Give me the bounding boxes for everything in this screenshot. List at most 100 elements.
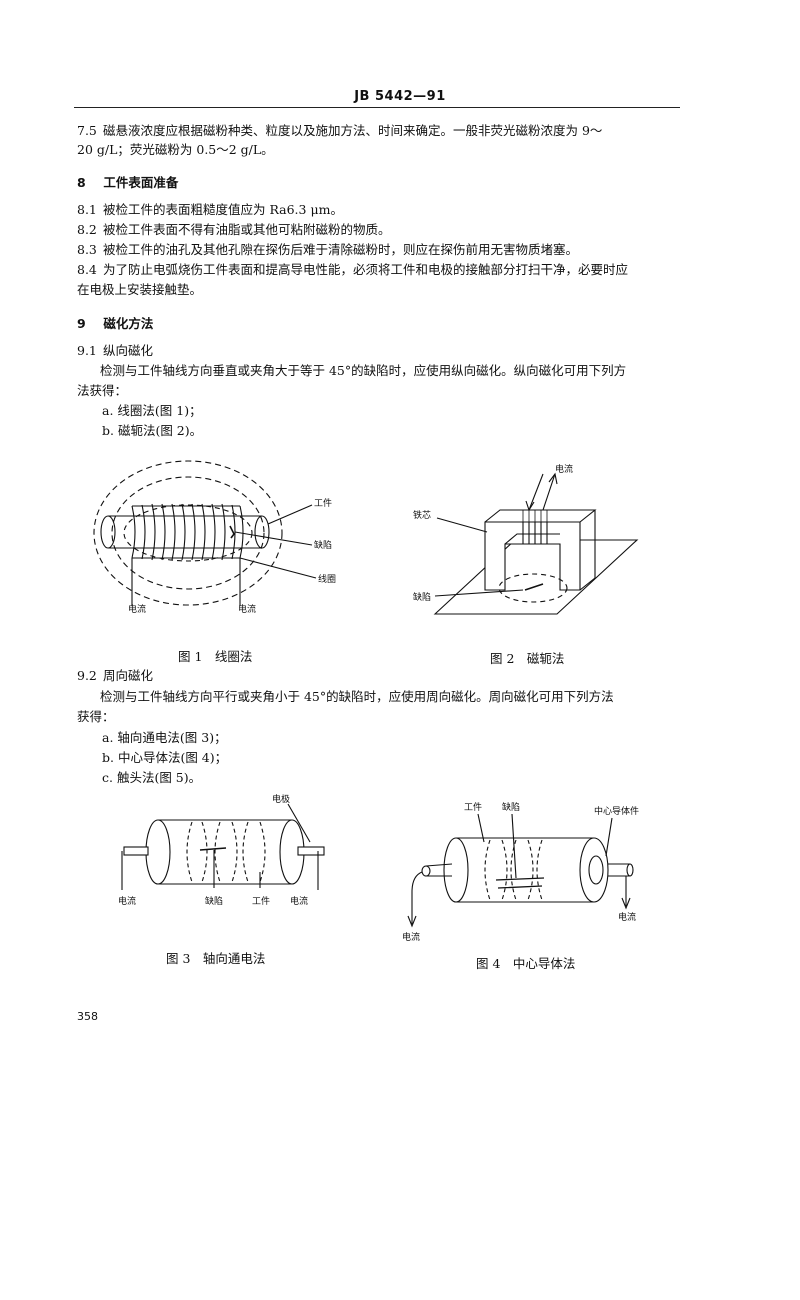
label-current-right: 电流 bbox=[238, 603, 256, 615]
circumferential-field bbox=[484, 839, 543, 901]
central-conductor-end bbox=[626, 863, 634, 877]
section-number: 8.4 bbox=[77, 262, 97, 277]
circumferential-field bbox=[186, 821, 266, 883]
workpiece-outline bbox=[456, 837, 594, 903]
label-workpiece: 工件 bbox=[314, 497, 332, 509]
section-number: 8.2 bbox=[77, 222, 97, 237]
section-9-1-line2: 法获得： bbox=[77, 383, 128, 398]
current-arrow-head bbox=[407, 915, 417, 928]
section-number: 9.1 bbox=[77, 343, 97, 358]
section-9-1-line1: 检测与工件轴线方向垂直或夹角大于等于 45°的缺陷时，应使用纵向磁化。纵向磁化可… bbox=[100, 363, 627, 378]
workpiece-end bbox=[579, 837, 609, 903]
field-zone bbox=[498, 573, 568, 603]
section-number: 9 bbox=[77, 316, 86, 331]
current-arrow-head bbox=[525, 500, 535, 512]
leader-core bbox=[436, 517, 488, 533]
current-arrow bbox=[528, 473, 544, 511]
section-text: 被检工件表面不得有油脂或其他可粘附磁粉的物质。 bbox=[102, 222, 391, 237]
figure-2-yoke-method: 电流 铁芯 缺陷 bbox=[413, 463, 639, 615]
coil bbox=[131, 503, 244, 561]
label-coil: 线圈 bbox=[318, 573, 336, 585]
section-7-5-line1: 7.5 磁悬液浓度应根据磁粉种类、粒度以及施加方法、时间来确定。一般非荧光磁粉浓… bbox=[77, 123, 602, 139]
leader-defect bbox=[234, 531, 313, 546]
label-current: 电流 bbox=[555, 463, 573, 475]
label-current-right: 电流 bbox=[290, 895, 308, 907]
section-9-1-item-b: b. 磁轭法(图 2)。 bbox=[102, 423, 203, 438]
label-defect: 缺陷 bbox=[413, 591, 431, 603]
label-electrode: 电极 bbox=[272, 793, 290, 805]
field-line bbox=[93, 460, 283, 606]
label-workpiece: 工件 bbox=[252, 895, 270, 907]
workpiece-end bbox=[254, 515, 270, 549]
section-9-2-heading: 9.2 周向磁化 bbox=[77, 668, 153, 684]
figure-2-caption: 图 2 磁轭法 bbox=[490, 651, 565, 666]
current-arrow bbox=[542, 473, 556, 511]
workpiece-outline bbox=[158, 819, 292, 885]
section-8-2: 8.2 被检工件表面不得有油脂或其他可粘附磁粉的物质。 bbox=[77, 222, 391, 238]
section-number: 8 bbox=[77, 175, 86, 190]
central-conductor bbox=[425, 863, 453, 877]
current-arrow bbox=[411, 871, 423, 924]
section-text: 被检工件的表面粗糙度值应为 Ra6.3 μm。 bbox=[102, 202, 343, 217]
section-title: 周向磁化 bbox=[102, 668, 153, 683]
section-text: 被检工件的油孔及其他孔隙在探伤后难于清除磁粉时，则应在探伤前用无害物质堵塞。 bbox=[102, 242, 578, 257]
section-title: 纵向磁化 bbox=[102, 343, 153, 358]
section-text: 磁悬液浓度应根据磁粉种类、粒度以及施加方法、时间来确定。一般非荧光磁粉浓度为 9… bbox=[102, 123, 603, 138]
section-8-4-line2: 在电极上安装接触垫。 bbox=[77, 282, 203, 297]
section-title: 磁化方法 bbox=[103, 316, 154, 331]
field-line bbox=[111, 476, 265, 590]
label-defect: 缺陷 bbox=[205, 895, 223, 907]
label-current-left: 电流 bbox=[128, 603, 146, 615]
section-9-2-line2: 获得： bbox=[77, 709, 115, 724]
section-title: 工件表面准备 bbox=[103, 175, 179, 190]
central-conductor-end bbox=[421, 865, 431, 877]
figure-4-caption: 图 4 中心导体法 bbox=[476, 956, 576, 971]
defect-mark bbox=[524, 583, 544, 591]
workpiece-end bbox=[100, 515, 116, 549]
figure-1-coil-method: 工件 缺陷 线圈 电流 电流 bbox=[93, 460, 336, 615]
section-text: 为了防止电弧烧伤工件表面和提高导电性能，必须将工件和电极的接触部分打扫干净，必要… bbox=[102, 262, 628, 277]
label-current-left: 电流 bbox=[402, 931, 420, 943]
defect-mark bbox=[229, 525, 235, 539]
electrode-right bbox=[297, 846, 325, 856]
leader-conductor bbox=[605, 817, 613, 857]
section-number: 8.1 bbox=[77, 202, 97, 217]
label-defect: 缺陷 bbox=[502, 801, 520, 813]
label-core: 铁芯 bbox=[413, 509, 431, 521]
workpiece-bore bbox=[588, 855, 604, 885]
page-number: 358 bbox=[77, 1010, 98, 1023]
section-7-5-line2: 20 g/L；荧光磁粉为 0.5～2 g/L。 bbox=[77, 142, 274, 157]
figure-1-caption: 图 1 线圈法 bbox=[178, 649, 253, 664]
page-header: JB 5442—91 bbox=[354, 89, 446, 104]
workpiece-end bbox=[443, 837, 469, 903]
section-9-1-heading: 9.1 纵向磁化 bbox=[77, 343, 153, 359]
current-lead bbox=[131, 558, 241, 606]
section-9-2-item-a: a. 轴向通电法(图 3)； bbox=[102, 730, 227, 745]
yoke-core bbox=[484, 509, 597, 591]
label-conductor: 中心导体件 bbox=[594, 805, 639, 817]
defect-mark bbox=[199, 847, 227, 851]
section-8-4-line1: 8.4 为了防止电弧烧伤工件表面和提高导电性能，必须将工件和电极的接触部分打扫干… bbox=[77, 262, 628, 278]
electrode-left bbox=[123, 846, 149, 856]
section-8-heading: 8 工件表面准备 bbox=[77, 172, 178, 191]
figure-3-axial-current-method: 电极 电流 缺陷 工件 电流 bbox=[118, 793, 325, 907]
section-9-2-item-c: c. 触头法(图 5)。 bbox=[102, 770, 202, 785]
leader-coil bbox=[239, 557, 317, 579]
label-defect: 缺陷 bbox=[314, 539, 332, 551]
field-line bbox=[123, 504, 253, 562]
label-current-left: 电流 bbox=[118, 895, 136, 907]
current-arrow-head bbox=[548, 472, 558, 485]
section-9-1-item-a: a. 线圈法(图 1)； bbox=[102, 403, 202, 418]
section-number: 7.5 bbox=[77, 123, 97, 138]
header-rule bbox=[74, 107, 680, 108]
workpiece-end bbox=[145, 819, 171, 885]
section-8-3: 8.3 被检工件的油孔及其他孔隙在探伤后难于清除磁粉时，则应在探伤前用无害物质堵… bbox=[77, 242, 578, 258]
leader-workpiece bbox=[267, 504, 313, 525]
figure-3-caption: 图 3 轴向通电法 bbox=[166, 951, 266, 966]
section-number: 8.3 bbox=[77, 242, 97, 257]
section-9-heading: 9 磁化方法 bbox=[77, 313, 153, 332]
leader-defect bbox=[434, 589, 524, 597]
defect-mark bbox=[495, 877, 545, 889]
section-9-2-line1: 检测与工件轴线方向平行或夹角小于 45°的缺陷时，应使用周向磁化。周向磁化可用下… bbox=[100, 689, 614, 704]
coil bbox=[522, 510, 548, 544]
